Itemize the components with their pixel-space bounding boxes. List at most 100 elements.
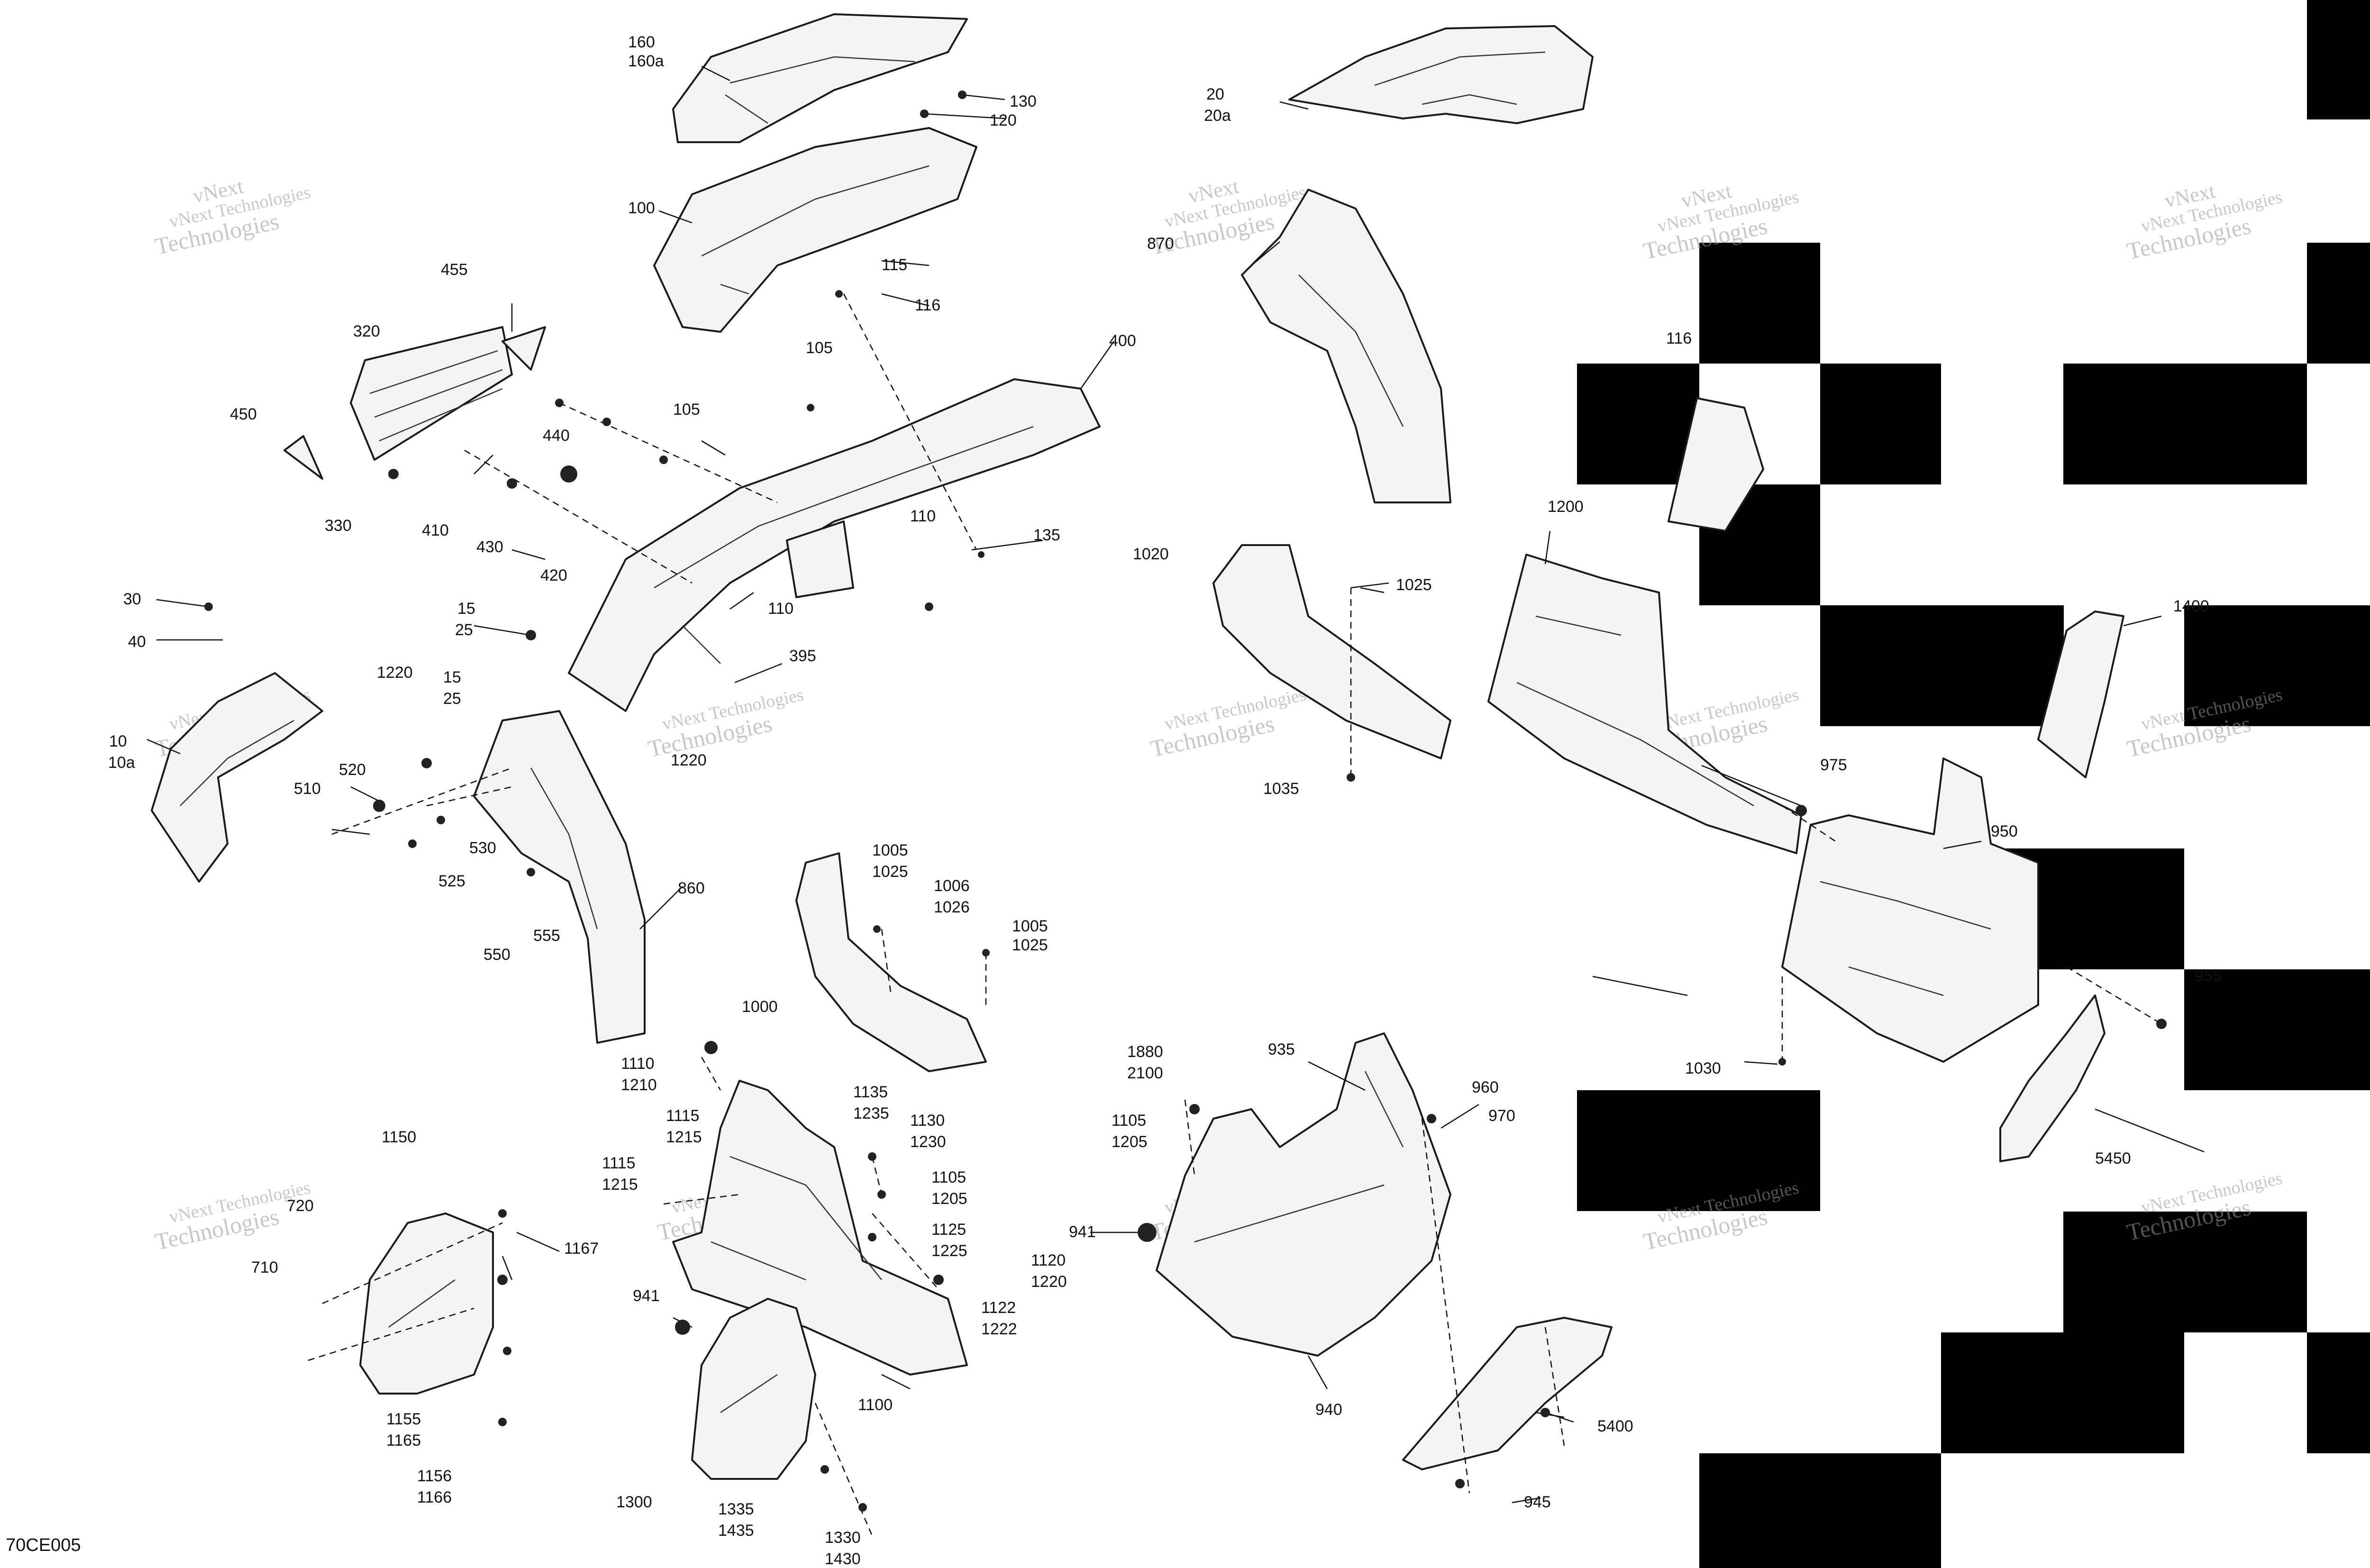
callout-label: 430 — [476, 538, 503, 556]
callout-label: 555 — [533, 927, 560, 945]
callout-label: 1020 — [1133, 545, 1169, 563]
callout-label: 1025 — [1012, 936, 1048, 954]
part-20-hood-panel — [1288, 25, 1594, 124]
callout-label: 450 — [230, 405, 257, 423]
callout-label: 945 — [1524, 1493, 1551, 1511]
callout-label: 1150 — [382, 1128, 416, 1146]
callout-label: 40 — [128, 633, 146, 651]
part-1020-floor-rail — [1212, 544, 1451, 759]
callout-label: 710 — [251, 1258, 278, 1276]
callout-label: 320 — [353, 322, 380, 340]
callout-label: 420 — [540, 566, 567, 584]
callout-label: 510 — [294, 780, 321, 798]
callout-label: 950 — [1991, 822, 2018, 840]
callout-label: 1000 — [742, 998, 778, 1016]
callout-label: 1220 — [1031, 1273, 1067, 1291]
callout-label: 525 — [438, 872, 465, 890]
callout-label: 1400 — [2173, 597, 2209, 615]
callout-label: 1222 — [981, 1320, 1017, 1338]
redaction-blocks — [1577, 0, 2370, 1568]
part-1300-door-panel — [691, 1298, 816, 1480]
callout-label: 110 — [910, 507, 936, 525]
callout-label: 1165 — [386, 1431, 421, 1449]
callout-label: 1166 — [417, 1488, 452, 1506]
part-450-reflector — [283, 435, 323, 480]
callout-label: 1006 — [934, 877, 970, 895]
part-940-rear-tub — [1156, 1032, 1451, 1357]
callout-label: 1115 — [602, 1154, 636, 1172]
callout-label: 1035 — [1263, 780, 1299, 798]
callout-label: 1430 — [825, 1550, 861, 1568]
part-160-storage-lid — [672, 13, 968, 143]
part-1400-side-trim — [2037, 611, 2124, 778]
callout-label: 410 — [422, 521, 449, 539]
callout-label: 5450 — [2095, 1149, 2131, 1167]
part-870-side-panel — [1241, 189, 1451, 503]
callout-label: 1205 — [931, 1190, 967, 1208]
callout-label: 25 — [455, 621, 473, 639]
part-400-dashboard — [568, 378, 1101, 712]
callout-label: 860 — [678, 879, 705, 897]
callout-label: 160a — [628, 52, 664, 70]
callout-label: 1105 — [931, 1168, 966, 1186]
part-5450-trim — [1999, 994, 2106, 1162]
part-950-rear-floor — [1781, 757, 2039, 1063]
part-1150-door-panel — [359, 1212, 494, 1395]
callout-label: 1200 — [1548, 498, 1584, 516]
callout-label: 530 — [469, 839, 496, 857]
callout-label: 1330 — [825, 1529, 861, 1547]
callout-labels: 160 160a 130 120 20 20a 100 870 455 320 … — [108, 33, 2222, 1568]
callout-label: 1026 — [934, 898, 970, 916]
callout-label: 1135 — [853, 1083, 888, 1101]
part-860-pillar — [473, 710, 646, 1044]
callout-label: 10 — [109, 732, 127, 750]
part-455-reflector — [501, 326, 546, 371]
callout-label: 1225 — [931, 1242, 967, 1260]
callout-label: 15 — [443, 668, 461, 686]
dashed-assembly-lines — [308, 293, 2162, 1536]
callout-label: 330 — [325, 517, 352, 535]
part-5400-skid-plate — [1402, 1317, 1613, 1470]
callout-label: 100 — [628, 199, 655, 217]
callout-label: 1235 — [853, 1104, 889, 1122]
callout-label: 25 — [443, 690, 461, 708]
callout-label: 1230 — [910, 1133, 946, 1151]
part-10-fender — [151, 672, 323, 883]
callout-label: 1215 — [602, 1176, 638, 1194]
callout-label: 20a — [1204, 107, 1231, 125]
callout-label: 870 — [1147, 235, 1174, 253]
callout-label: 1125 — [931, 1221, 966, 1239]
callout-label: 5400 — [1597, 1417, 1633, 1435]
leader-lines — [146, 65, 2205, 1504]
callout-label: 1220 — [671, 751, 707, 769]
callout-label: 160 — [628, 33, 655, 51]
callout-label: 116 — [915, 296, 940, 314]
callout-label: 15 — [457, 600, 475, 618]
callout-label: 135 — [1033, 526, 1060, 544]
callout-label: 1205 — [1112, 1133, 1148, 1151]
callout-label: 130 — [1010, 92, 1037, 110]
callout-label: 941 — [1069, 1223, 1096, 1241]
callout-label: 105 — [806, 339, 833, 357]
callout-label: 960 — [1472, 1078, 1499, 1096]
callout-label: 395 — [789, 647, 816, 665]
part-100-storage-tray — [653, 127, 977, 333]
callout-label: 1155 — [386, 1410, 421, 1428]
callout-label: 1105 — [1112, 1112, 1146, 1130]
callout-label: 550 — [483, 946, 510, 964]
callout-label: 1122 — [981, 1299, 1016, 1317]
callout-label: 10a — [108, 754, 135, 772]
callout-label: 1005 — [1012, 917, 1048, 935]
callout-label: 1210 — [621, 1076, 657, 1094]
callout-label: 105 — [673, 401, 700, 419]
callout-label: 20 — [1206, 85, 1224, 103]
callout-label: 2100 — [1127, 1064, 1163, 1082]
callout-label: 940 — [1315, 1401, 1342, 1419]
callout-label: 30 — [123, 590, 141, 608]
callout-label: 1167 — [564, 1240, 599, 1258]
callout-label: 1130 — [910, 1112, 945, 1130]
callout-label: 970 — [1488, 1107, 1515, 1125]
callout-label: 1115 — [666, 1107, 700, 1125]
part-1100-center-floor — [672, 1080, 968, 1376]
